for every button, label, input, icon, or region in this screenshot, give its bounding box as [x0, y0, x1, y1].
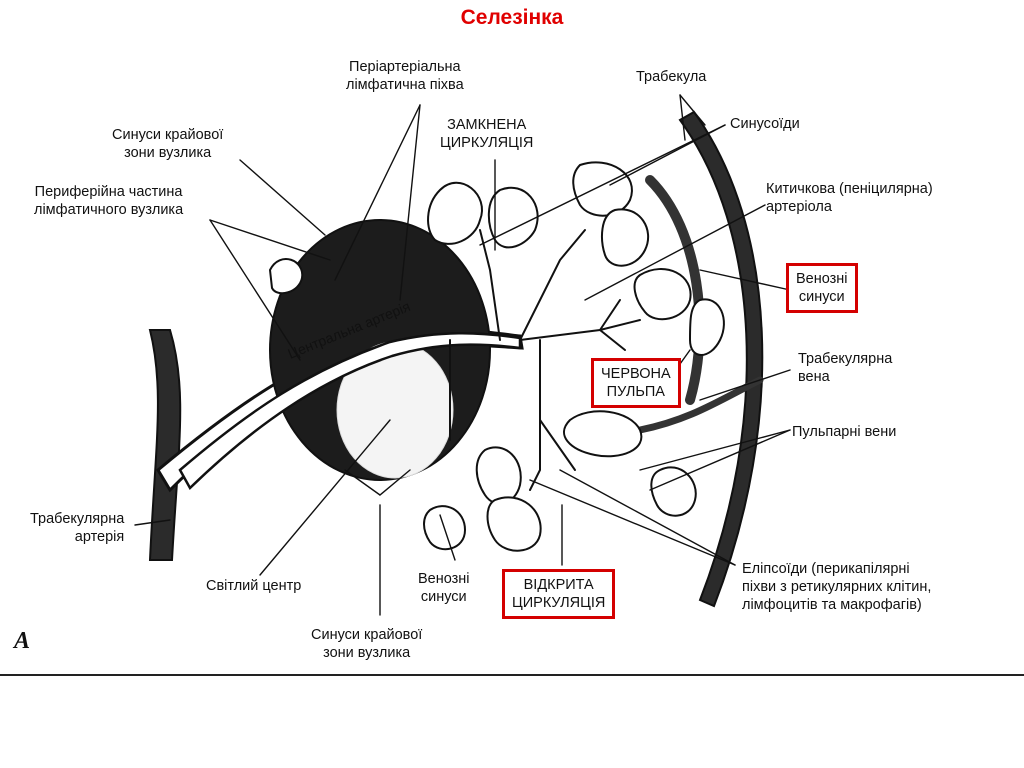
- label-red-pulp: ЧЕРВОНА ПУЛЬПА: [591, 358, 681, 408]
- label-trabecular-vein: Трабекулярна вена: [798, 351, 893, 385]
- label-sinusoids: Синусоїди: [730, 116, 800, 132]
- spleen-illustration: [134, 94, 791, 616]
- page-title: Селезінка: [460, 6, 564, 29]
- label-pulp-veins: Пульпарні вени: [792, 424, 897, 440]
- label-trabecular-artery: Трабекулярна артерія: [30, 511, 125, 545]
- label-germinal-center: Світлий центр: [206, 578, 302, 594]
- label-ellipsoids: Еліпсоїди (перикапілярні піхви з ретикул…: [742, 561, 932, 613]
- label-marginal-sinuses-bottom: Синуси крайової зони вузлика: [311, 627, 423, 661]
- capsule-shape: [678, 110, 764, 608]
- label-peripheral-part: Периферійна частина лімфатичного вузлика: [34, 184, 184, 218]
- label-open-circulation: ВІДКРИТА ЦИРКУЛЯЦІЯ: [502, 569, 616, 619]
- label-penicillar-arteriole: Китичкова (пеніцилярна) артеріола: [766, 181, 933, 215]
- trabecular-artery-shape: [148, 329, 182, 561]
- bottom-rule: [0, 674, 1024, 676]
- label-venous-sinuses-bottom: Венозні синуси: [418, 571, 470, 605]
- label-trabecula: Трабекула: [636, 69, 707, 85]
- panel-letter: A: [14, 628, 31, 654]
- trabecular-vein-shape: [636, 376, 764, 434]
- label-venous-sinuses-right: Венозні синуси: [786, 263, 858, 313]
- label-closed-circulation: ЗАМКНЕНА ЦИРКУЛЯЦІЯ: [440, 117, 534, 151]
- label-periarterial-sheath: Періартеріальна лімфатична піхва: [346, 59, 464, 93]
- label-marginal-sinuses-top: Синуси крайової зони вузлика: [112, 127, 224, 161]
